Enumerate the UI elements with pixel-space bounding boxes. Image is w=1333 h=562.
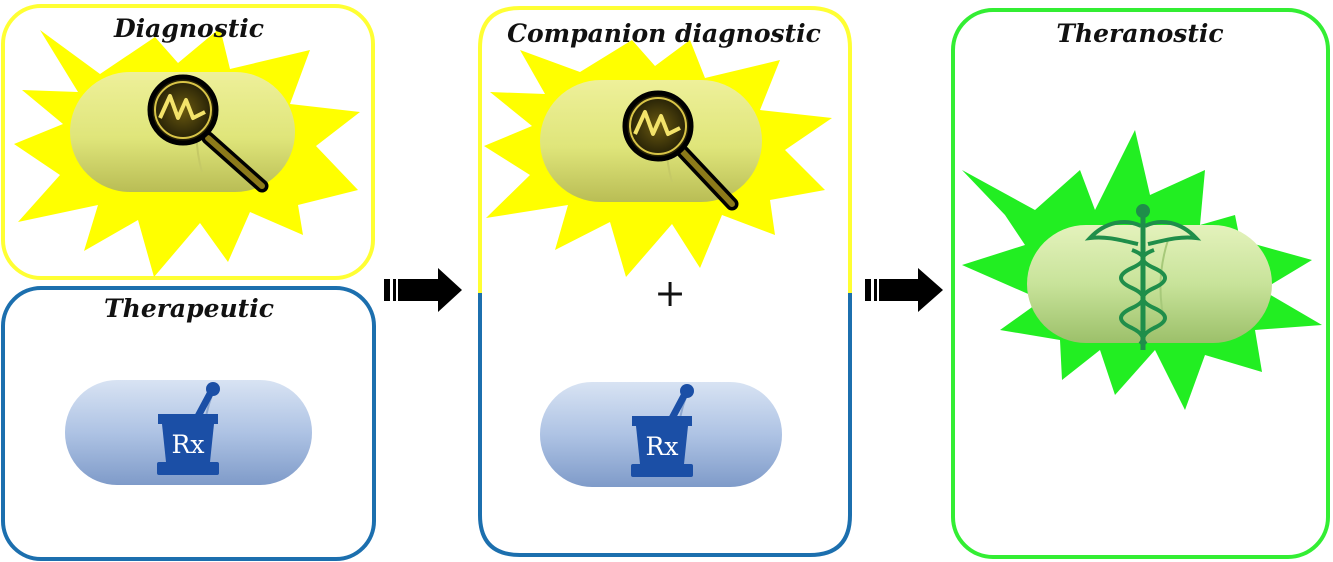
magnifying-glass-icon [147, 74, 269, 193]
companion-diagnostic-title: Companion diagnostic [507, 19, 821, 48]
mortar-pestle-rx-icon: Rx [157, 382, 220, 475]
right-arrow-icon [384, 279, 390, 301]
magnifying-glass-icon [622, 90, 739, 211]
mortar-pestle-rx-icon: Rx [631, 384, 694, 477]
companion-diagnostic-panel: + Rx Companion diagnostic [478, 6, 852, 557]
therapeutic-panel: Rx Therapeutic [1, 286, 376, 561]
right-arrow-icon [865, 279, 871, 301]
diagnostic-panel: Diagnostic [1, 4, 375, 280]
caduceus-icon [1084, 204, 1202, 350]
theranostic-panel: Theranostic [951, 8, 1330, 559]
arrow-to-companion [384, 268, 462, 312]
theranostic-title: Theranostic [1056, 19, 1223, 48]
therapeutic-title: Therapeutic [104, 294, 274, 323]
rx-label: Rx [172, 430, 205, 459]
diagnostic-title: Diagnostic [113, 14, 264, 43]
arrow-to-theranostic [865, 268, 943, 312]
plus-sign: + [654, 271, 686, 315]
rx-label: Rx [646, 432, 679, 461]
